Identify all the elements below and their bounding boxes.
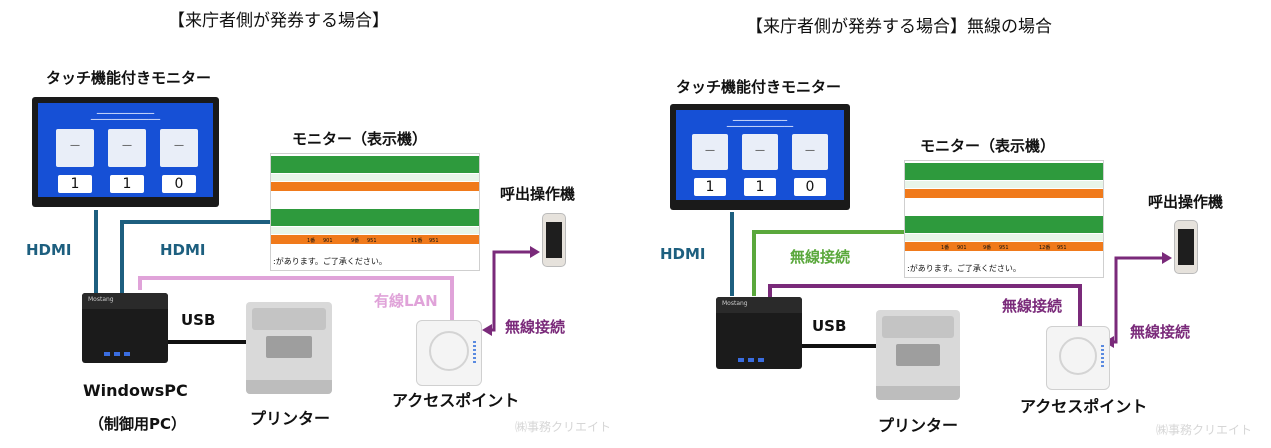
right-usb-label: USB [812, 317, 847, 335]
right-display-table: 1番 901 9番 951 12番 951 :があります。ご了承ください。 [904, 160, 1104, 278]
right-table-sub-2 [905, 234, 1103, 241]
left-usb-label: USB [181, 311, 216, 329]
right-wireless-arrow-phone [1162, 252, 1172, 264]
left-table-num-5: 11番 [411, 238, 423, 244]
right-table-num-6: 951 [1057, 245, 1067, 251]
right-table-num-3: 9番 [983, 245, 992, 251]
left-screen-btn-2[interactable]: ━━━ [108, 129, 146, 167]
right-table-orange-2 [905, 242, 1103, 251]
right-table-num-4: 951 [999, 245, 1009, 251]
left-hdmi1-label: HDMI [26, 241, 72, 259]
right-printer [876, 310, 960, 400]
right-panel: 【来庁者側が発券する場合】無線の場合 タッチ機能付きモニター ━━━━━━━━━… [636, 0, 1271, 448]
right-green-label: 無線接続 [790, 248, 851, 266]
left-screen-count-1: 1 [58, 175, 92, 193]
right-touch-monitor: ━━━━━━━━━━━━━━━━━━━━━━━━━━━━━━━━━━━━━━━━… [670, 104, 850, 210]
right-caller-label: 呼出操作機 [1148, 193, 1224, 211]
left-table-head-2 [271, 209, 479, 226]
right-hdmi-label: HDMI [660, 245, 706, 263]
left-table-sub-1 [271, 174, 479, 181]
left-printer-label: プリンター [250, 409, 331, 428]
left-windows-pc: Mostang [82, 293, 168, 363]
left-screen-btn-3[interactable]: ━━━ [160, 129, 198, 167]
right-access-point [1046, 326, 1110, 390]
left-screen-btn-1[interactable]: ━━━ [56, 129, 94, 167]
right-printer-label: プリンター [878, 416, 959, 435]
right-table-head-2 [905, 216, 1103, 233]
left-pc-logo: Mostang [88, 296, 114, 303]
right-table-sub-1 [905, 181, 1103, 188]
left-access-point [416, 320, 482, 386]
left-screen-count-3: 0 [162, 175, 196, 193]
left-wireless-label: 無線接続 [505, 318, 566, 336]
right-display-monitor-label: モニター（表示機） [920, 137, 1056, 155]
left-title: 【来庁者側が発券する場合】 [168, 11, 389, 31]
right-green-wire [752, 230, 908, 296]
right-screen-count-2: 1 [744, 178, 776, 196]
left-table-orange-1 [271, 182, 479, 191]
left-lan-label: 有線LAN [374, 292, 438, 310]
right-screen-count-3: 0 [794, 178, 826, 196]
right-watermark: ㈱事務クリエイト [1156, 423, 1253, 437]
left-table-footer: :があります。ご了承ください。 [273, 257, 387, 266]
left-table-num-3: 9番 [351, 238, 360, 244]
right-pc-logo: Mostang [722, 300, 748, 307]
left-caller-label: 呼出操作機 [500, 185, 576, 203]
right-screen-count-1: 1 [694, 178, 726, 196]
right-table-num-5: 12番 [1039, 245, 1051, 251]
left-touch-monitor: ━━━━━━━━━━━━━━━━━━━━━━━━━━━━━━━━━━━━━━━━… [32, 97, 219, 207]
right-screen-btn-2[interactable]: ━━━ [742, 134, 778, 170]
left-pc-sub-label: （制御用PC） [89, 415, 187, 433]
right-table-orange-1 [905, 189, 1103, 198]
right-windows-pc: Mostang [716, 297, 802, 369]
right-purple2-label: 無線接続 [1130, 323, 1191, 341]
right-purple1-label: 無線接続 [1002, 297, 1063, 315]
right-touch-monitor-label: タッチ機能付きモニター [676, 78, 842, 96]
left-table-num-6: 951 [429, 238, 439, 244]
right-caller-phone[interactable] [1174, 220, 1198, 274]
right-table-head-1 [905, 163, 1103, 180]
left-touch-screen[interactable]: ━━━━━━━━━━━━━━━━━━━━━━━━━━━━━━━━━━━━━━━━… [38, 103, 213, 197]
left-table-orange-2 [271, 235, 479, 244]
left-ap-label: アクセスポイント [392, 391, 520, 410]
left-hdmi2-wire [120, 220, 272, 300]
left-display-monitor-label: モニター（表示機） [292, 130, 428, 148]
left-screen-message: ━━━━━━━━━━━━━━━━━━━━━━━━━━━━━━━━━━━━━━━━… [90, 111, 161, 123]
left-watermark: ㈱事務クリエイト [515, 420, 612, 434]
left-pc-label: WindowsPC [83, 381, 188, 400]
left-caller-phone[interactable] [542, 213, 566, 267]
left-table-num-1: 1番 [307, 238, 316, 244]
right-screen-message: ━━━━━━━━━━━━━━━━━━━━━━━━━━━━━━━━━━━━━━━━ [726, 118, 794, 130]
left-panel: 【来庁者側が発券する場合】 タッチ機能付きモニター ━━━━━━━━━━━━━━… [26, 11, 612, 434]
left-touch-monitor-label: タッチ機能付きモニター [46, 69, 212, 87]
left-table-head-1 [271, 156, 479, 173]
left-wires [94, 210, 540, 344]
left-table-num-2: 901 [323, 238, 333, 244]
left-table-sub-2 [271, 227, 479, 234]
right-purple-wire-1 [768, 284, 1082, 326]
right-screen-btn-3[interactable]: ━━━ [792, 134, 828, 170]
left-screen-count-2: 1 [110, 175, 144, 193]
left-display-table: 1番 901 9番 951 11番 951 :があります。ご了承ください。 [270, 153, 480, 271]
right-touch-screen[interactable]: ━━━━━━━━━━━━━━━━━━━━━━━━━━━━━━━━━━━━━━━━… [676, 110, 844, 200]
right-table-num-2: 901 [957, 245, 967, 251]
left-hdmi2-label: HDMI [160, 241, 206, 259]
left-printer [246, 302, 332, 394]
right-table-footer: :があります。ご了承ください。 [907, 264, 1021, 273]
right-table-num-1: 1番 [941, 245, 950, 251]
right-screen-btn-1[interactable]: ━━━ [692, 134, 728, 170]
left-wireless-arrow-ap [482, 324, 492, 336]
right-ap-label: アクセスポイント [1020, 397, 1148, 416]
left-table-num-4: 951 [367, 238, 377, 244]
right-title: 【来庁者側が発券する場合】無線の場合 [746, 17, 1052, 37]
left-wireless-arrow-phone [530, 246, 540, 258]
left-lan-wire [138, 276, 454, 322]
